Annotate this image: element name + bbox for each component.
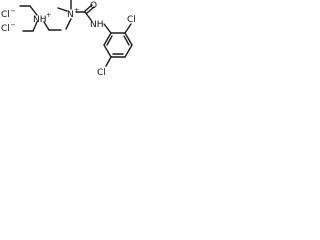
ring-bond-3 <box>124 44 133 58</box>
ammonium-nh-label: NH <box>33 15 47 25</box>
ring-bond-2 <box>124 32 133 46</box>
amide-nh-label: NH <box>90 20 104 30</box>
bond-c-o-double-a <box>84 4 93 12</box>
ring-bond-6 <box>103 32 112 46</box>
bond-c-o-double-b <box>86 6 95 14</box>
bond-nh-ethyl-right <box>43 21 50 31</box>
bond-ring-cl-top <box>124 23 132 34</box>
carbonyl-oxygen-label: O <box>90 1 97 11</box>
ring-chlorine-bottom-label: Cl <box>97 68 106 78</box>
bond-ring-cl-bottom <box>105 56 112 67</box>
atom-labels: Cl − NH + Cl − N + O NH Cl Cl <box>1 1 136 78</box>
ring-bond-5 <box>103 44 112 58</box>
quaternary-n-charge: + <box>74 6 79 14</box>
bond-n-methyl-left <box>57 7 68 12</box>
ammonium-nh-charge: + <box>46 11 51 19</box>
ring-double-3 <box>106 35 113 46</box>
ring-chlorine-top-label: Cl <box>127 15 136 25</box>
chloride-ion-2-label: Cl <box>1 24 10 34</box>
quaternary-n-label: N <box>67 10 74 20</box>
bond-nh-ethyl-bottom <box>32 21 38 32</box>
chloride-ion-1-label: Cl <box>1 10 10 20</box>
chloride-ion-2-charge: − <box>11 21 16 29</box>
bond-nh-ethyl-top <box>29 5 38 16</box>
bond-nh-ring <box>103 23 112 34</box>
chloride-ion-1-charge: − <box>11 7 16 15</box>
bond-c-nh <box>84 11 92 21</box>
bond-lines <box>19 0 133 67</box>
chemical-structure-diagram: Cl − NH + Cl − N + O NH Cl Cl <box>1 0 136 78</box>
bond-n-ch2-down <box>65 18 72 30</box>
ring-double-1 <box>123 35 130 46</box>
